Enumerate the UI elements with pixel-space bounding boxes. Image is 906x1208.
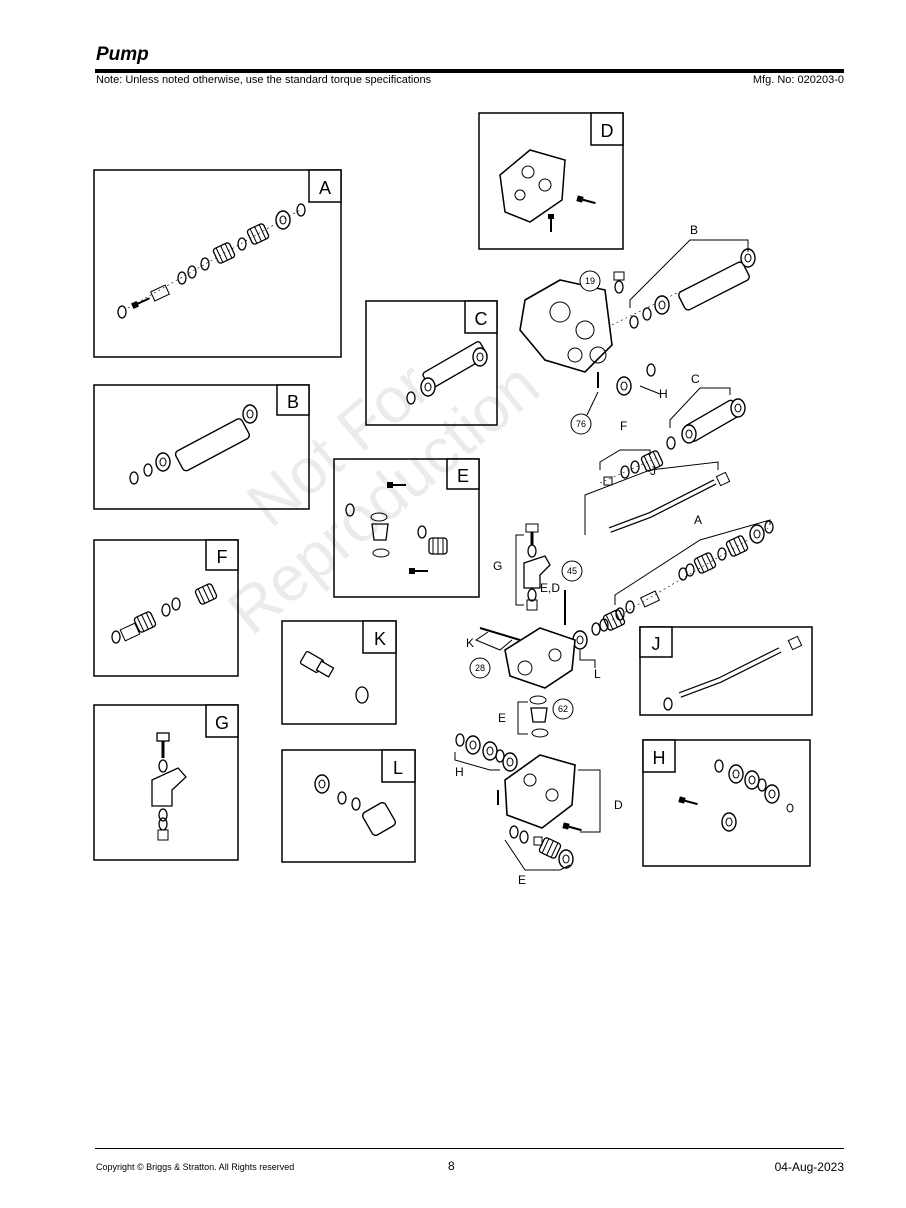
inset-l-letter: L [393,758,403,778]
inset-g: G [93,704,239,861]
inset-d: D [478,112,624,250]
label-e-top: E [498,711,506,725]
copyright: Copyright © Briggs & Stratton. All Right… [96,1162,295,1172]
inset-f-letter: F [217,547,228,567]
mfg-number: Mfg. No: 020203-0 [752,74,844,86]
inset-k-letter: K [374,629,386,649]
inset-l: L [281,749,416,863]
page-title: Pump [96,44,149,65]
footer-rule [95,1148,844,1149]
callout-76: 76 [576,419,586,429]
inset-h: H [642,739,811,867]
label-d: D [614,798,623,812]
page-number: 8 [448,1159,455,1173]
inset-b: B [93,384,310,510]
label-c: C [691,372,700,386]
main-assembly [454,239,774,871]
inset-a-letter: A [319,178,331,198]
callout-19: 19 [585,276,595,286]
header-rule [95,69,844,73]
label-j: J [650,464,656,478]
inset-k: K [281,620,397,725]
inset-h-letter: H [653,748,666,768]
inset-c: C [365,300,498,426]
label-e-bottom: E [518,873,526,887]
inset-d-letter: D [601,121,614,141]
inset-j-letter: J [652,634,661,654]
torque-note: Note: Unless noted otherwise, use the st… [96,74,432,86]
callout-28: 28 [475,663,485,673]
inset-e-letter: E [457,466,469,486]
inset-c-letter: C [475,309,488,329]
inset-g-letter: G [215,713,229,733]
label-ed: E,D [540,581,560,595]
label-b: B [690,223,698,237]
label-l: L [594,667,601,681]
label-f: F [620,419,627,433]
callout-62: 62 [558,704,568,714]
inset-f: F [93,539,239,677]
label-k: K [466,636,474,650]
date: 04-Aug-2023 [774,1160,844,1174]
label-h-bottom: H [455,765,464,779]
inset-b-letter: B [287,392,299,412]
label-h-top: H [659,387,668,401]
inset-j: J [639,626,813,716]
label-g: G [493,559,502,573]
inset-a: A [93,169,342,358]
label-a: A [694,513,702,527]
inset-e: E [333,458,480,598]
callout-45: 45 [567,566,577,576]
